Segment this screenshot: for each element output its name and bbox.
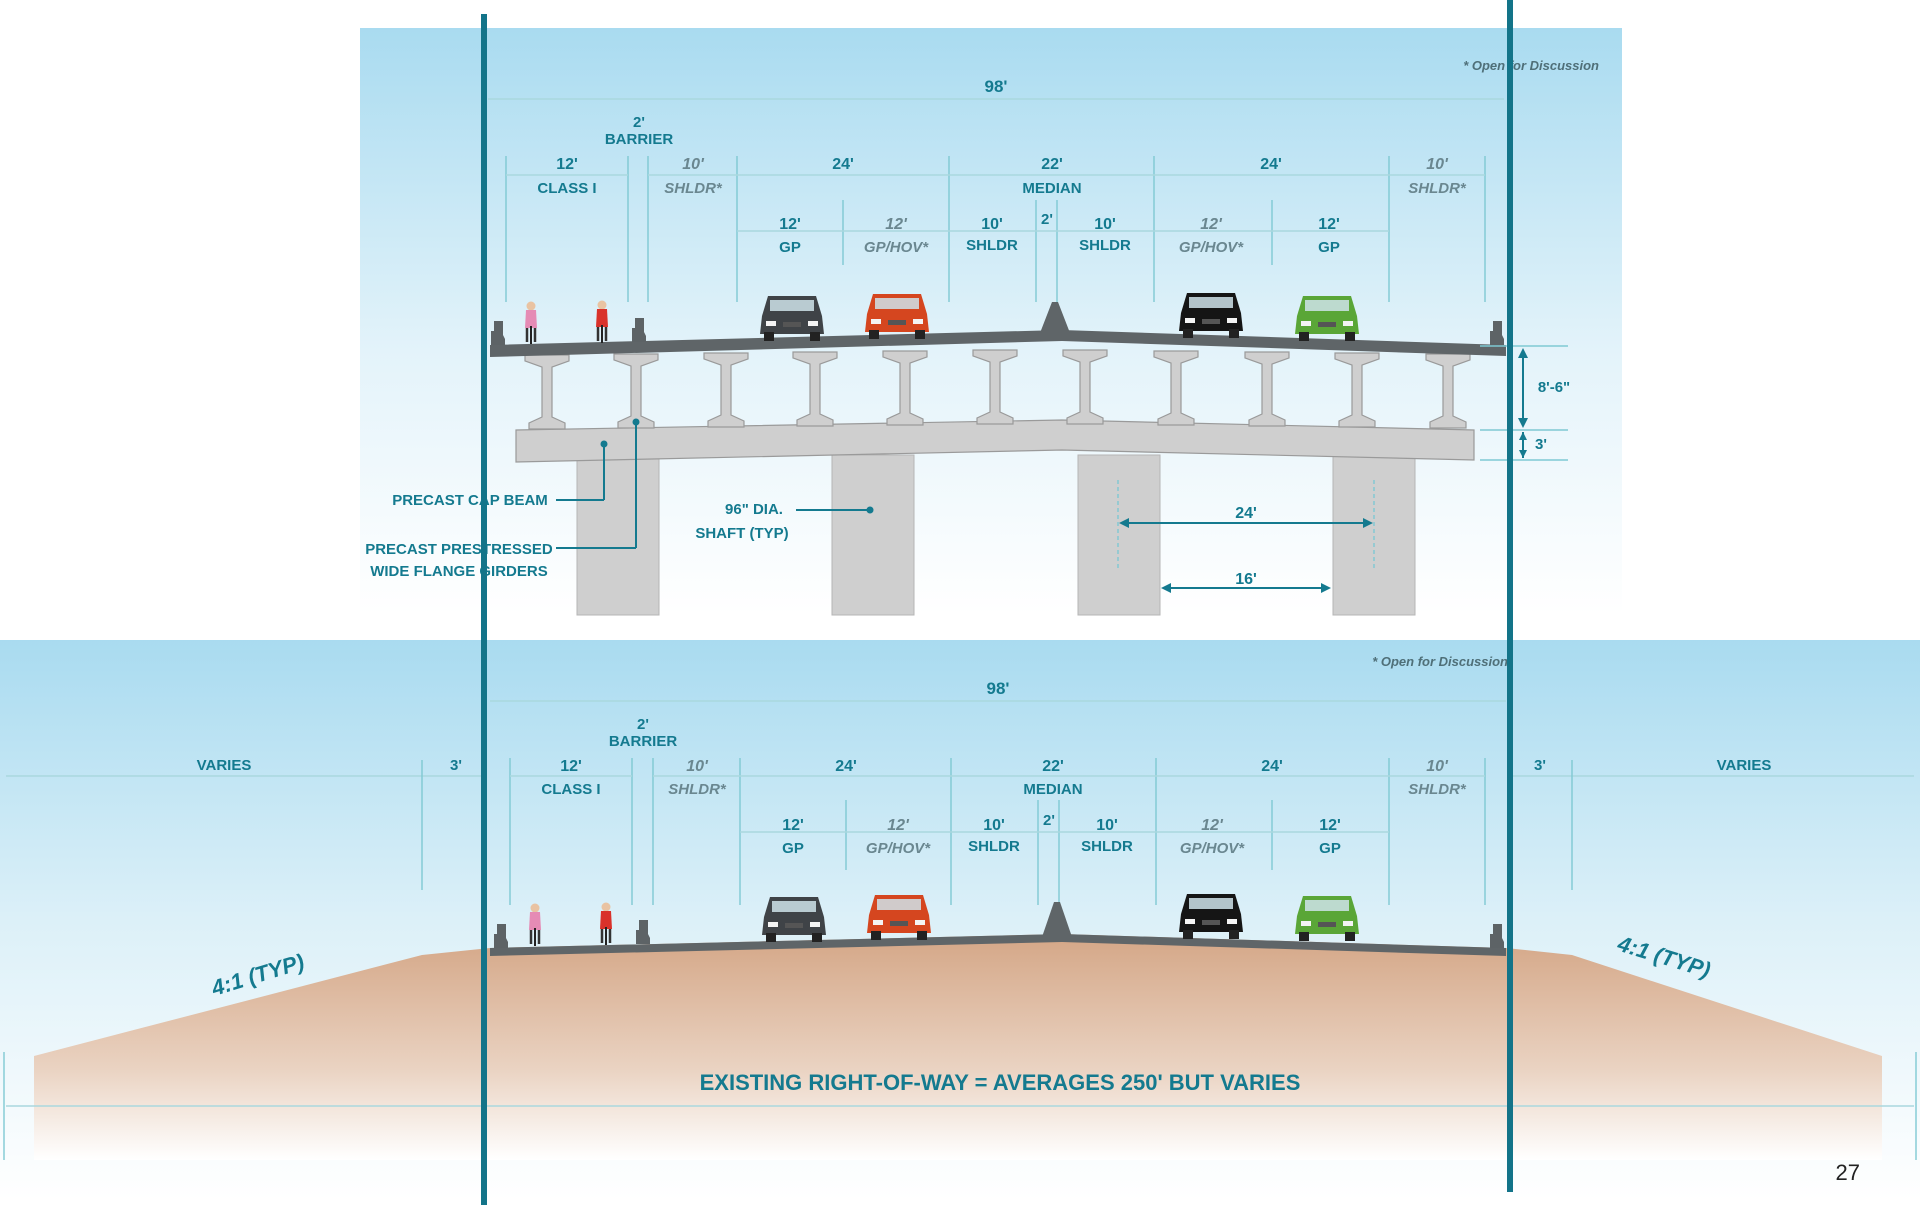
bottom-right-varies: VARIES [1717,757,1772,774]
top-group-label-shoulder-left: SHLDR* [664,180,723,197]
page-number: 27 [1836,1160,1860,1185]
bottom-lane-width-shldr-left: 10' [983,817,1005,834]
earth-embankment [34,934,1882,1160]
bottom-group-width-lanes-right: 24' [1261,758,1283,775]
bottom-lane-width-gp-right: 12' [1319,817,1341,834]
top-lane-label-hov-left: GP/HOV* [864,239,929,256]
bottom-lane-width-hov-right: 12' [1201,817,1224,834]
bottom-group-width-lanes-left: 24' [835,758,857,775]
bottom-lane-width-hov-left: 12' [887,817,910,834]
top-elevated-section: * Open for Discussion 98' 2' BARRIER [360,28,1622,616]
top-group-dimension-lines [506,174,1485,232]
bottom-group-label-shoulder-right: SHLDR* [1408,781,1467,798]
bottom-group-width-median: 22' [1042,758,1064,775]
top-group-width-lanes-left: 24' [832,156,854,173]
bottom-note: * Open for Discussion [1372,654,1508,669]
bottom-right-offset: 3' [1534,757,1546,774]
callout-girders-line2: WIDE FLANGE GIRDERS [370,563,548,580]
bottom-barrier-width: 2' [637,716,649,733]
top-lane-width-shldr-right: 10' [1094,216,1116,233]
bottom-overall-width: 98' [987,679,1010,698]
callout-cap-beam: PRECAST CAP BEAM [392,492,548,509]
top-depth-dimensions [1480,345,1568,461]
bottom-at-grade-section: * Open for Discussion 98' 2' BARRIER VAR… [0,640,1920,1200]
top-lane-label-shldr-right: SHLDR [1079,237,1131,254]
bottom-group-width-class-i: 12' [560,758,582,775]
bottom-group-label-median: MEDIAN [1023,781,1082,798]
column-spacing-dimensions [1117,480,1375,593]
bottom-lane-label-gp-left: GP [782,840,804,857]
top-lane-label-gp-left: GP [779,239,801,256]
bottom-group-width-shoulder-right: 10' [1426,758,1449,775]
cap-depth-label: 3' [1535,436,1547,453]
bottom-lane-width-shldr-right: 10' [1096,817,1118,834]
top-lane-label-gp-right: GP [1318,239,1340,256]
top-panel-background [360,28,1622,614]
right-of-way-label: EXISTING RIGHT-OF-WAY = AVERAGES 250' BU… [700,1070,1301,1095]
top-deck [490,330,1506,357]
top-lane-width-median-barrier: 2' [1041,211,1053,228]
top-group-width-shoulder-left: 10' [682,156,705,173]
bottom-lane-label-hov-right: GP/HOV* [1180,840,1245,857]
bottom-left-offset: 3' [450,757,462,774]
top-lane-label-hov-right: GP/HOV* [1179,239,1244,256]
bottom-lane-label-shldr-left: SHLDR [968,838,1020,855]
bottom-lane-width-gp-left: 12' [782,817,804,834]
top-lane-width-shldr-left: 10' [981,216,1003,233]
bottom-lane-width-median-barrier: 2' [1043,812,1055,829]
top-lane-width-hov-left: 12' [885,216,908,233]
bottom-lane-label-shldr-right: SHLDR [1081,838,1133,855]
column-spacing-outer: 24' [1235,505,1257,522]
top-group-width-shoulder-right: 10' [1426,156,1449,173]
top-group-label-class-i: CLASS I [537,180,596,197]
column-spacing-inner: 16' [1235,571,1257,588]
girder-depth-label: 8'-6" [1538,379,1570,396]
top-group-label-shoulder-right: SHLDR* [1408,180,1467,197]
top-barrier-label: BARRIER [605,131,674,148]
top-lane-label-shldr-left: SHLDR [966,237,1018,254]
bottom-side-dimension-lines [6,760,1914,890]
top-columns [576,454,1416,616]
top-overall-width: 98' [985,77,1008,96]
bottom-group-width-shoulder-left: 10' [686,758,709,775]
callout-girders-line1: PRECAST PRESTRESSED [365,541,553,558]
top-median-barrier [1040,302,1070,333]
bottom-group-label-shoulder-left: SHLDR* [668,781,727,798]
top-group-label-median: MEDIAN [1022,180,1081,197]
top-group-width-lanes-right: 24' [1260,156,1282,173]
top-callout-leaders [556,418,874,549]
bottom-lane-label-hov-left: GP/HOV* [866,840,931,857]
top-note: * Open for Discussion [1463,58,1599,73]
cap-beam [515,419,1475,463]
callout-shaft-line1: 96" DIA. [725,501,783,518]
bottom-barrier-label: BARRIER [609,733,678,750]
top-lane-width-gp-left: 12' [779,216,801,233]
top-barrier-width: 2' [633,114,645,131]
right-of-way-dimension [3,1052,1917,1160]
bottom-median-barrier [1042,902,1072,937]
top-extension-lines [505,156,1486,302]
bottom-lane-label-gp-right: GP [1319,840,1341,857]
top-group-width-median: 22' [1041,156,1063,173]
bottom-group-dimension-lines [510,775,1485,833]
top-group-width-class-i: 12' [556,156,578,173]
bottom-left-varies: VARIES [197,757,252,774]
bottom-group-label-class-i: CLASS I [541,781,600,798]
top-lane-width-gp-right: 12' [1318,216,1340,233]
bottom-deck [490,934,1506,956]
callout-shaft-line2: SHAFT (TYP) [695,525,788,542]
top-lane-width-hov-right: 12' [1200,216,1223,233]
